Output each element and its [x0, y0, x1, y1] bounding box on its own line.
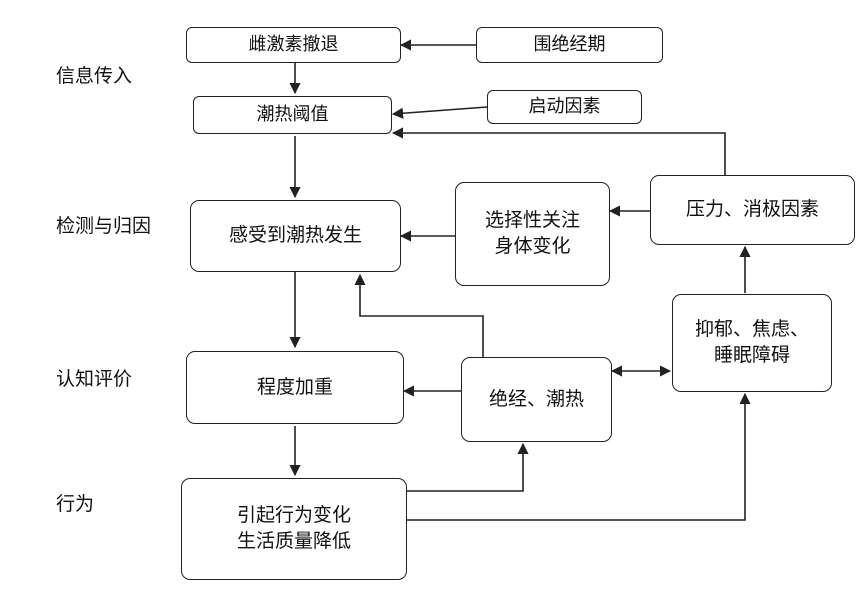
node-depression-anxiety-sleep: 抑郁、焦虑、 睡眠障碍 — [672, 294, 832, 392]
node-behavior-change-label: 引起行为变化 生活质量降低 — [236, 504, 351, 552]
node-stress-negative-factors: 压力、消极因素 — [650, 175, 855, 245]
node-trigger-factor: 启动因素 — [487, 90, 642, 124]
node-perimenopause: 围绝经期 — [476, 27, 663, 63]
arrow-behavior-to-depression — [407, 392, 751, 521]
node-severity-increase: 程度加重 — [186, 351, 404, 424]
node-perceive-hot-flash-label: 感受到潮热发生 — [228, 224, 362, 247]
node-selective-attention-label: 选择性关注 身体变化 — [484, 209, 580, 257]
node-estrogen-withdrawal-label: 雌激素撤退 — [248, 33, 339, 55]
node-hot-flash-threshold: 潮热阈值 — [193, 96, 392, 134]
stage-label-behavior: 行为 — [56, 493, 95, 515]
stage-label-input: 信息传入 — [56, 65, 133, 87]
stage-label-cognitive: 认知评价 — [56, 368, 133, 390]
arrow-menopause-to-perceive — [354, 273, 484, 357]
node-perceive-hot-flash: 感受到潮热发生 — [190, 200, 401, 272]
node-hot-flash-threshold-label: 潮热阈值 — [256, 103, 329, 125]
node-perimenopause-label: 围绝经期 — [533, 33, 606, 55]
node-depression-anxiety-sleep-label: 抑郁、焦虑、 睡眠障碍 — [694, 318, 809, 366]
node-menopause-hot-flash-label: 绝经、潮热 — [488, 387, 584, 410]
stage-label-detect: 检测与归因 — [56, 215, 152, 237]
arrow-behavior-to-menopause — [407, 442, 529, 492]
node-stress-negative-factors-label: 压力、消极因素 — [685, 198, 819, 221]
arrow-stress-to-threshold — [391, 127, 726, 175]
node-selective-attention: 选择性关注 身体变化 — [455, 182, 610, 286]
node-trigger-factor-label: 启动因素 — [528, 95, 601, 117]
node-estrogen-withdrawal: 雌激素撤退 — [186, 27, 401, 63]
node-menopause-hot-flash: 绝经、潮热 — [461, 357, 612, 442]
node-behavior-change: 引起行为变化 生活质量降低 — [181, 478, 407, 580]
arrow-trigger-to-threshold — [391, 106, 488, 119]
node-severity-increase-label: 程度加重 — [256, 375, 333, 398]
